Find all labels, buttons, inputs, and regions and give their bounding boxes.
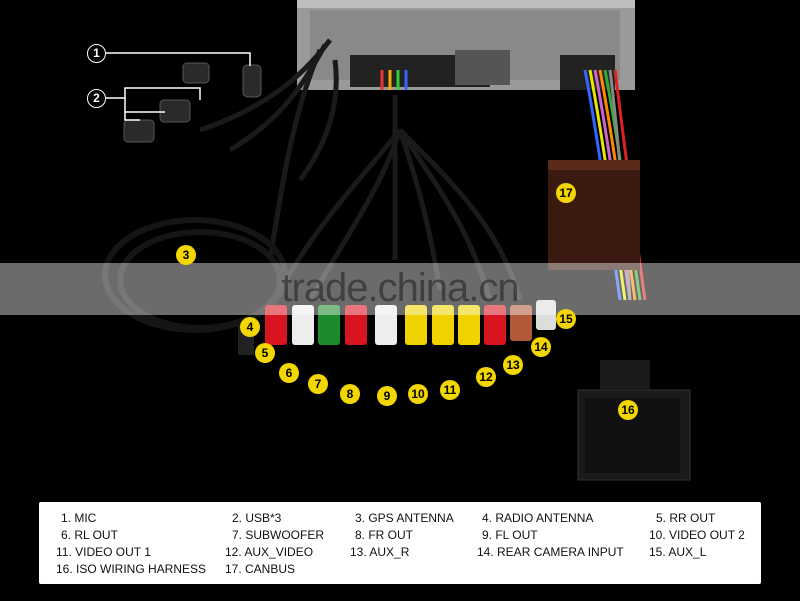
legend-item: 9. FL OUT [482,528,538,542]
legend-item: 13. AUX_R [350,545,410,559]
connector-pins [380,70,408,90]
badge-video-out-2: 10 [408,384,428,404]
legend-item: 6. RL OUT [61,528,118,542]
legend-row: 16. ISO WIRING HARNESS 17. CANBUS [39,561,761,578]
badge-subwoofer: 7 [308,374,328,394]
legend-item: 10. VIDEO OUT 2 [649,528,745,542]
black-cables [199,38,523,302]
badge-aux-video: 12 [476,367,496,387]
legend-item: 4. RADIO ANTENNA [482,511,594,525]
badge-rr-out: 5 [255,343,275,363]
product-photo [102,0,691,481]
gps-antenna-cable [102,217,288,333]
legend-row: 1. MIC 2. USB*3 3. GPS ANTENNA 4. RADIO … [39,510,761,527]
legend-item: 7. SUBWOOFER [232,528,325,542]
badge-aux-l: 15 [556,309,576,329]
head-unit-chassis [297,0,635,90]
legend-item: 5. RR OUT [656,511,716,525]
legend-row: 11. VIDEO OUT 1 12. AUX_VIDEO 13. AUX_R … [39,544,761,561]
legend-row: 6. RL OUT 7. SUBWOOFER 8. FR OUT 9. FL O… [39,527,761,544]
legend-item: 14. REAR CAMERA INPUT [477,545,624,559]
badge-rear-camera-input: 14 [531,337,551,357]
usb-plugs [123,62,262,143]
legend-item: 17. CANBUS [225,562,296,576]
badge-canbus: 17 [556,183,576,203]
badge-gps-antenna: 3 [176,245,196,265]
badge-video-out-1: 11 [440,380,460,400]
legend-item: 8. FR OUT [355,528,414,542]
badge-rl-out: 6 [279,363,299,383]
canbus-box [548,160,640,270]
legend-item: 3. GPS ANTENNA [355,511,454,525]
badge-aux-r: 13 [503,355,523,375]
legend-item: 1. MIC [61,511,97,525]
legend-item: 12. AUX_VIDEO [225,545,314,559]
badge-usb: 2 [87,89,106,108]
badge-radio-antenna: 4 [240,317,260,337]
badge-iso-wiring-harness: 16 [618,400,638,420]
badge-fl-out: 9 [377,386,397,406]
legend-item: 16. ISO WIRING HARNESS [56,562,207,576]
legend-item: 15. AUX_L [649,545,707,559]
iso-connector [577,360,691,481]
badge-fr-out: 8 [340,384,360,404]
rca-plugs [238,300,556,355]
watermark-text: trade.china.cn [281,266,519,310]
legend-item: 2. USB*3 [232,511,282,525]
watermark-band [0,263,800,315]
callout-lines [106,52,251,121]
badge-mic: 1 [87,44,106,63]
legend-item: 11. VIDEO OUT 1 [56,545,151,559]
legend-panel: 1. MIC 2. USB*3 3. GPS ANTENNA 4. RADIO … [39,502,761,584]
